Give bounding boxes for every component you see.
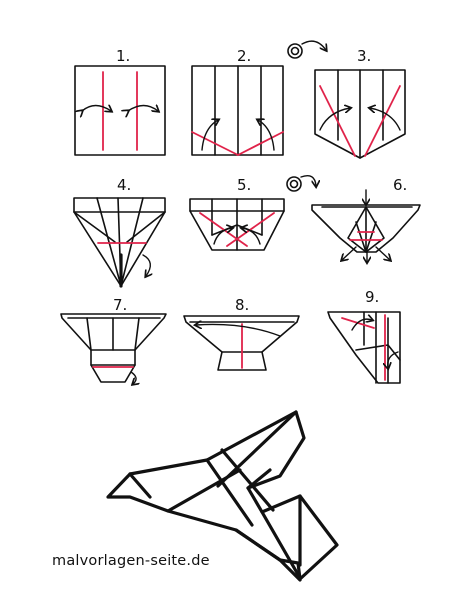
fold-arrow-icon: [388, 351, 399, 368]
step-6-number: 6.: [393, 176, 407, 194]
fold-arrow-icon: [370, 108, 401, 131]
step-3: 3.: [314, 47, 406, 159]
fold-arrow-icon: [258, 120, 275, 151]
finished-paper-plane: [106, 410, 339, 582]
fold-line: [199, 212, 248, 247]
fold-arrow-icon: [82, 106, 111, 112]
step-7: 7.: [60, 296, 167, 384]
fold-arrow-icon: [142, 254, 150, 276]
step-5: 5.: [189, 174, 316, 251]
fold-line: [237, 131, 284, 156]
step-6: 6.: [311, 176, 421, 262]
fold-arrow-icon: [196, 324, 281, 337]
paper-sheet: [73, 197, 166, 287]
paper-sheet: [311, 204, 421, 253]
step-4: 4.: [73, 176, 166, 288]
fold-line: [364, 85, 401, 157]
fold-line: [191, 131, 239, 156]
paper-sheet: [60, 313, 167, 383]
step-9: 9.: [327, 288, 401, 384]
push-arrow-icon: [342, 246, 357, 260]
step-9-number: 9.: [365, 288, 379, 306]
fold-arrow-icon: [351, 319, 372, 331]
fold-line: [319, 85, 356, 157]
paper-sheet: [183, 315, 300, 371]
paper-sheet: [74, 65, 166, 156]
step-2: 2.: [191, 40, 326, 156]
step-5-number: 5.: [237, 176, 251, 194]
step-7-number: 7.: [113, 296, 127, 314]
step-1: 1.: [74, 47, 166, 156]
push-arrow-icon: [375, 246, 390, 260]
fold-arrow-icon: [242, 228, 261, 245]
site-credit: malvorlagen-seite.de: [52, 553, 210, 569]
fold-arrow-icon: [201, 120, 218, 151]
step-1-number: 1.: [116, 47, 130, 65]
step-2-number: 2.: [237, 47, 251, 65]
fold-arrow-icon: [128, 106, 158, 112]
fold-arrow-icon: [319, 108, 350, 131]
flip-over-icon: [286, 174, 316, 192]
paper-sheet: [327, 311, 401, 384]
fold-arrow-icon: [213, 228, 232, 245]
step-8-number: 8.: [235, 296, 249, 314]
step-3-number: 3.: [357, 47, 371, 65]
fold-line: [226, 212, 275, 247]
fold-arrow-icon: [130, 371, 136, 384]
flip-over-icon: [287, 40, 326, 59]
step-8: 8.: [183, 296, 300, 371]
step-4-number: 4.: [117, 176, 131, 194]
paper-sheet: [314, 69, 406, 159]
